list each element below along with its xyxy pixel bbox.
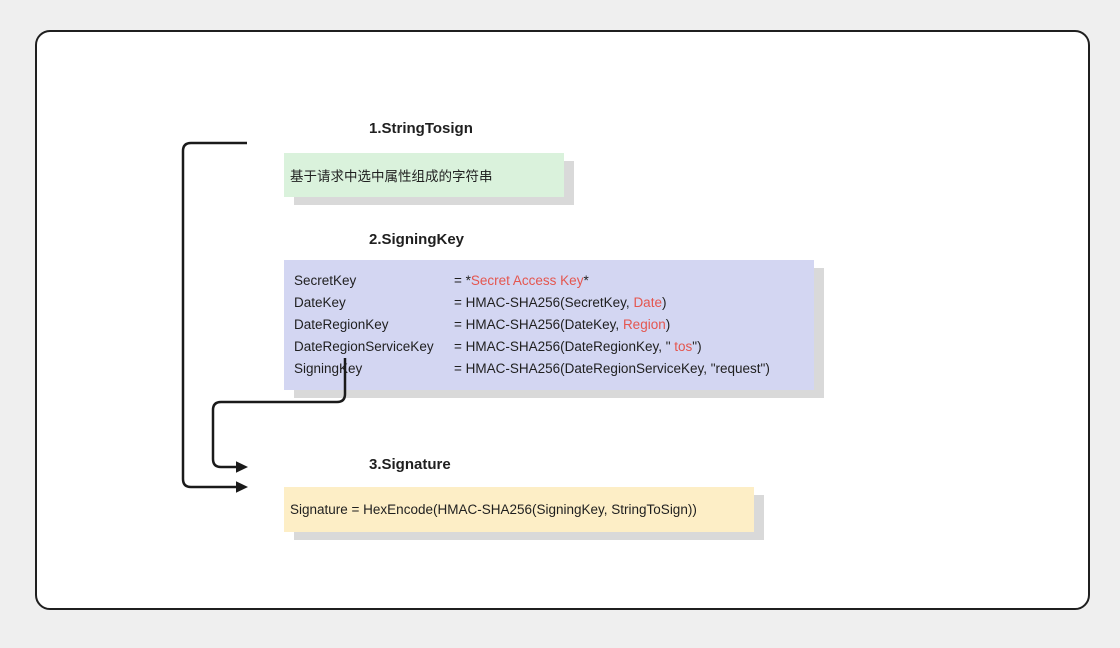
signingkey-box: SecretKey = *Secret Access Key* DateKey = H… [284,260,814,390]
step1-title: 1.StringTosign [369,120,473,137]
signingkey-row-name: SigningKey [294,361,363,376]
signingkey-row: DateRegionServiceKey = HMAC-SHA256(DateRe… [294,336,814,358]
stringtosign-text: 基于请求中选中属性组成的字符串 [290,169,493,184]
signature-text: Signature = HexEncode(HMAC-SHA256(Signin… [290,502,697,517]
signingkey-row-value: = HMAC-SHA256(DateKey, Region) [454,317,671,332]
signingkey-row: DateKey = HMAC-SHA256(SecretKey, Date) [294,292,814,314]
signingkey-row-name: DateKey [294,295,346,310]
signature-box: Signature = HexEncode(HMAC-SHA256(Signin… [284,487,754,532]
diagram-card: 1.StringTosign 基于请求中选中属性组成的字符串 2.Signing… [35,30,1090,610]
signingkey-row: SecretKey = *Secret Access Key* [294,270,814,292]
signingkey-row-name: DateRegionServiceKey [294,339,434,354]
step3-title: 3.Signature [369,456,451,473]
signingkey-row-value: = HMAC-SHA256(SecretKey, Date) [454,295,667,310]
signingkey-row-value: = HMAC-SHA256(DateRegionKey, " tos") [454,339,702,354]
signingkey-row-value: = *Secret Access Key* [454,273,589,288]
signingkey-row-name: SecretKey [294,273,357,288]
step2-title: 2.SigningKey [369,231,465,248]
signingkey-row-name: DateRegionKey [294,317,389,332]
signingkey-row: SigningKey = HMAC-SHA256(DateRegionServic… [294,358,814,380]
signingkey-row: DateRegionKey = HMAC-SHA256(DateKey, Regi… [294,314,814,336]
stringtosign-box: 基于请求中选中属性组成的字符串 [284,153,564,197]
signingkey-rows: SecretKey = *Secret Access Key* DateKey = H… [294,270,814,380]
signingkey-row-value: = HMAC-SHA256(DateRegionServiceKey, "req… [454,361,770,376]
